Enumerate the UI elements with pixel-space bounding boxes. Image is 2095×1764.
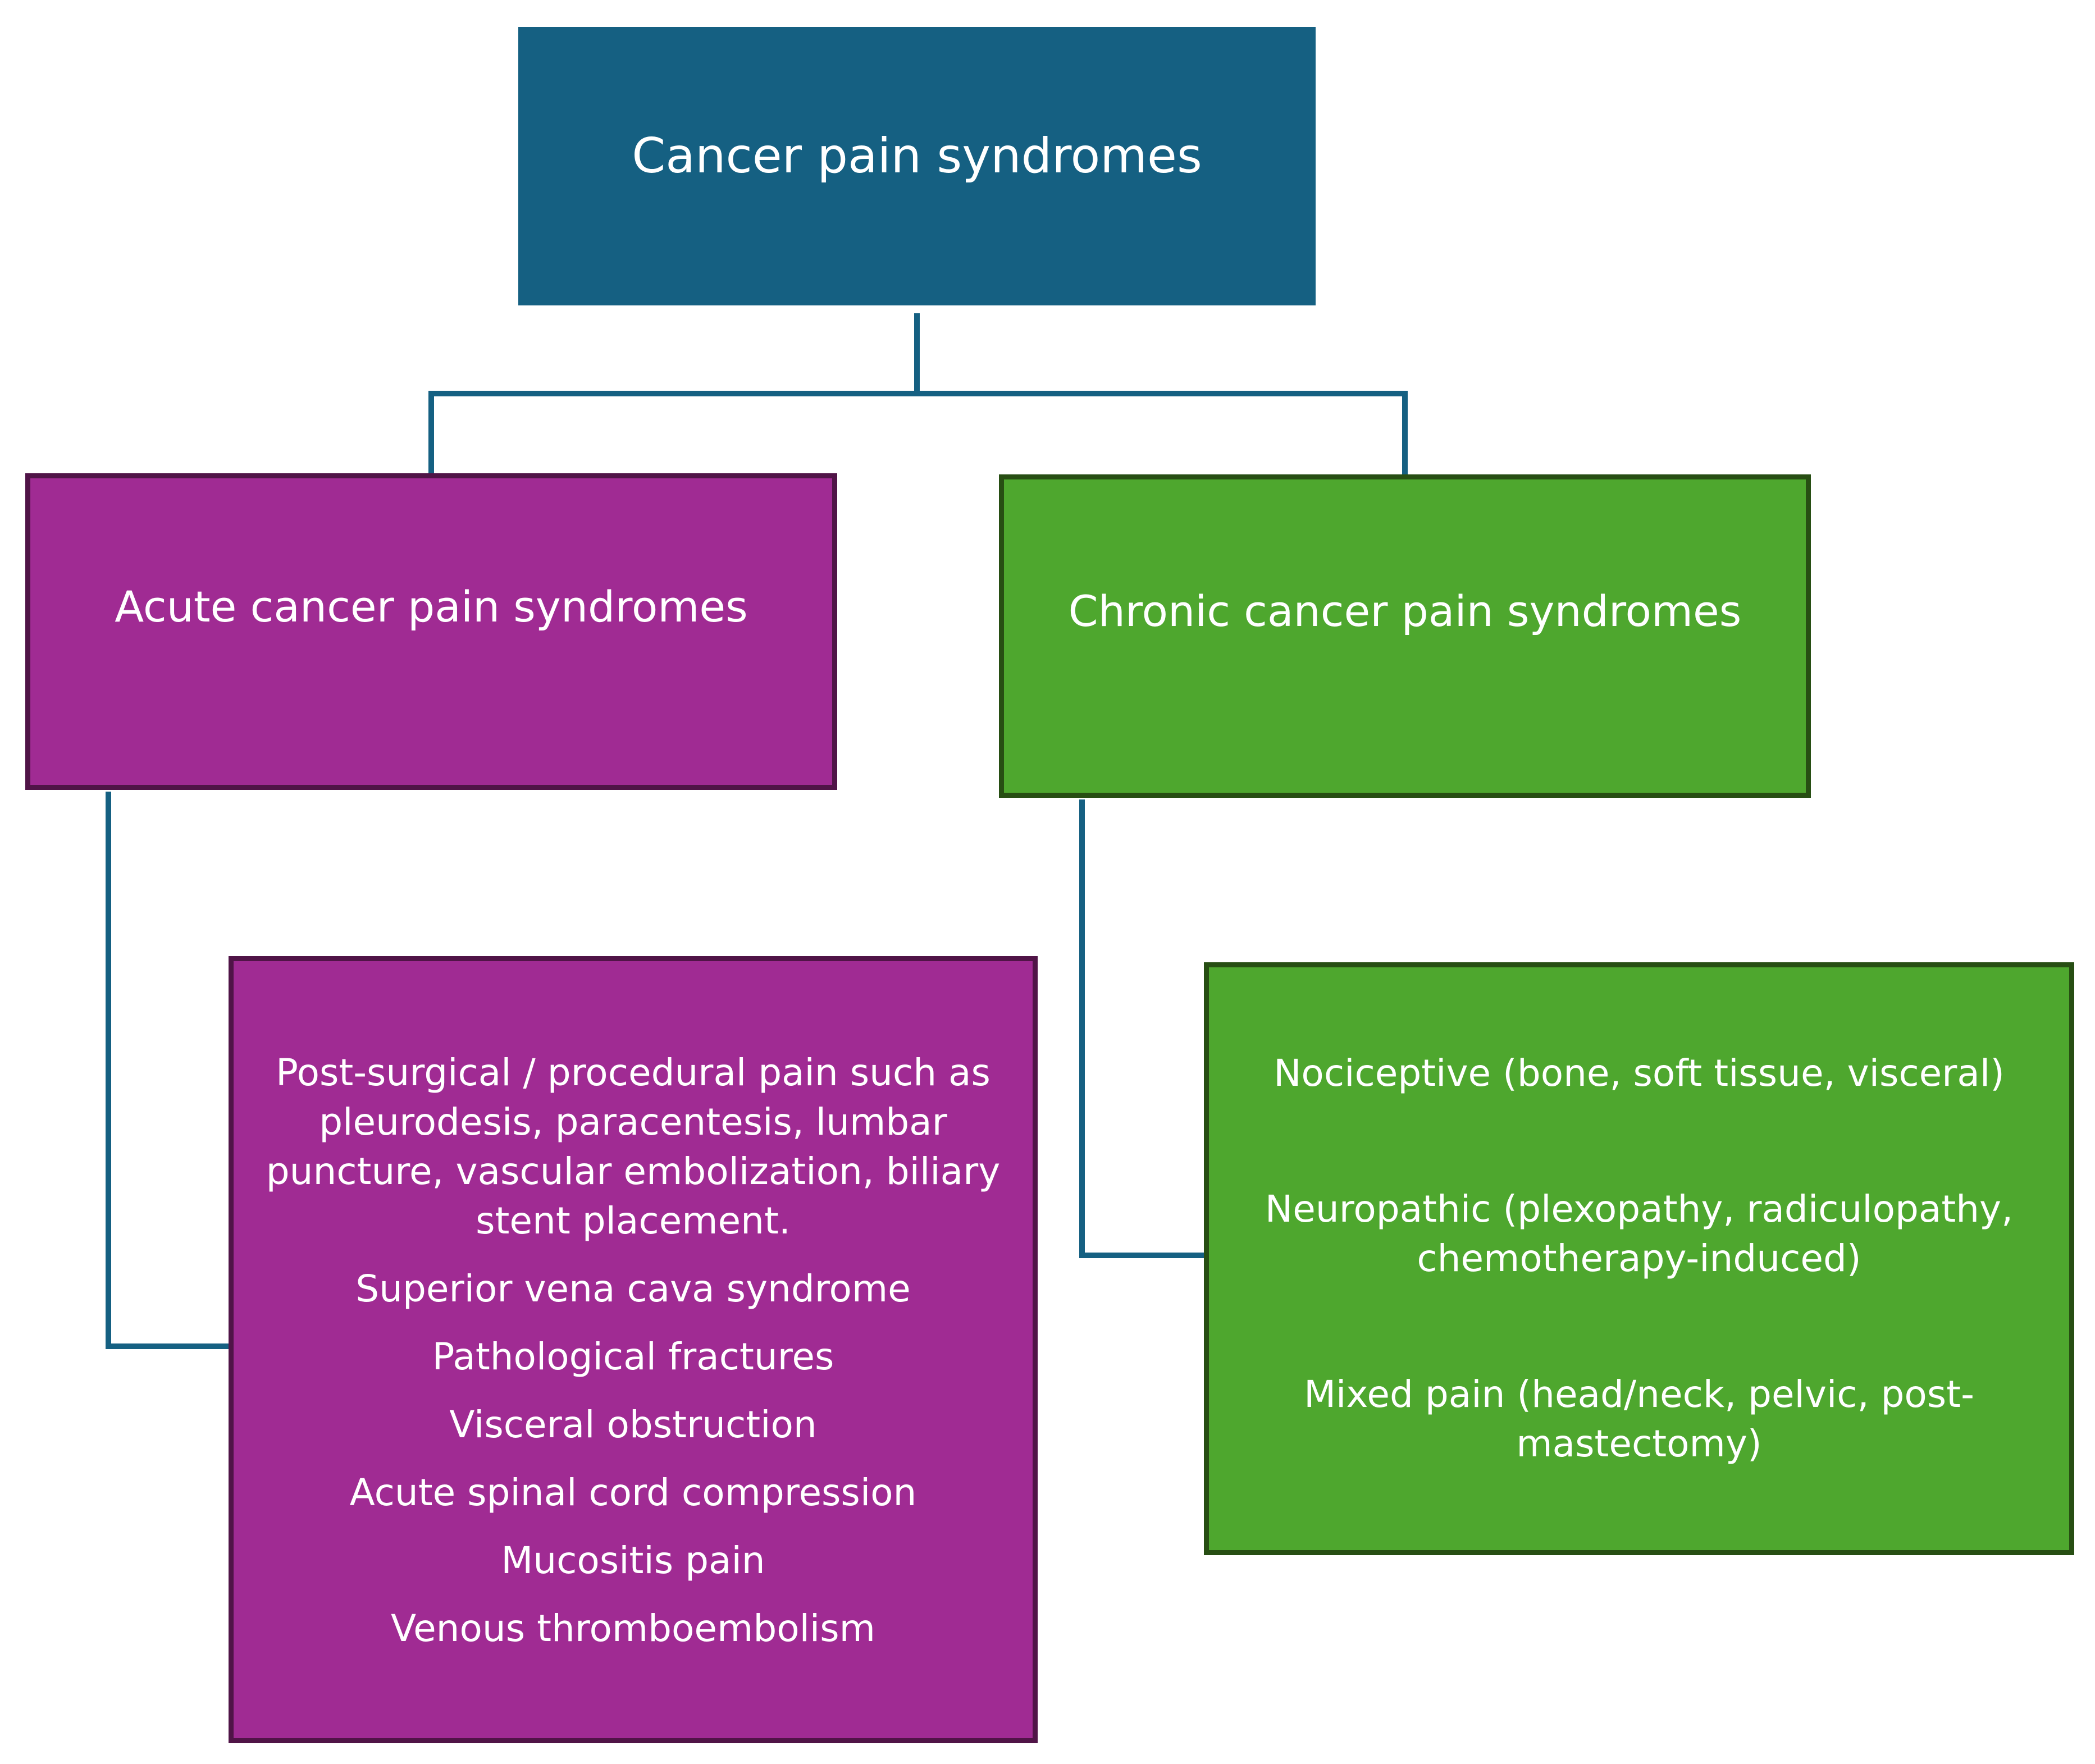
acute-list-item: Superior vena cava syndrome [355,1267,911,1310]
acute-node: Acute cancer pain syndromes [25,473,837,790]
chronic-node: Chronic cancer pain syndromes [999,474,1811,798]
connector-root-to-branches [428,391,1408,476]
chronic-list-item: Nociceptive (bone, soft tissue, visceral… [1274,1052,2005,1095]
root-node: Cancer pain syndromes [518,27,1316,305]
acute-list-item: Post-surgical / procedural pain such as … [266,1051,1001,1242]
chronic-list-item: Mixed pain (head/neck, pelvic, post-mast… [1304,1373,1974,1465]
acute-list-item: Mucositis pain [501,1539,765,1582]
acute-node-label: Acute cancer pain syndromes [115,581,748,632]
acute-list-item: Visceral obstruction [449,1403,817,1446]
chronic-list-item: Neuropathic (plexopathy, radiculopathy, … [1265,1187,2014,1280]
connector-chronic-to-list [1079,799,1204,1258]
chronic-list-node: Nociceptive (bone, soft tissue, visceral… [1204,962,2074,1555]
acute-list-node: Post-surgical / procedural pain such as … [229,956,1038,1743]
root-node-label: Cancer pain syndromes [632,128,1202,184]
acute-list-item: Pathological fractures [432,1335,834,1378]
chronic-node-label: Chronic cancer pain syndromes [1068,586,1742,636]
acute-list-item: Acute spinal cord compression [349,1471,917,1514]
acute-list-item: Venous thromboembolism [391,1607,875,1650]
connector-acute-to-list [106,792,229,1349]
